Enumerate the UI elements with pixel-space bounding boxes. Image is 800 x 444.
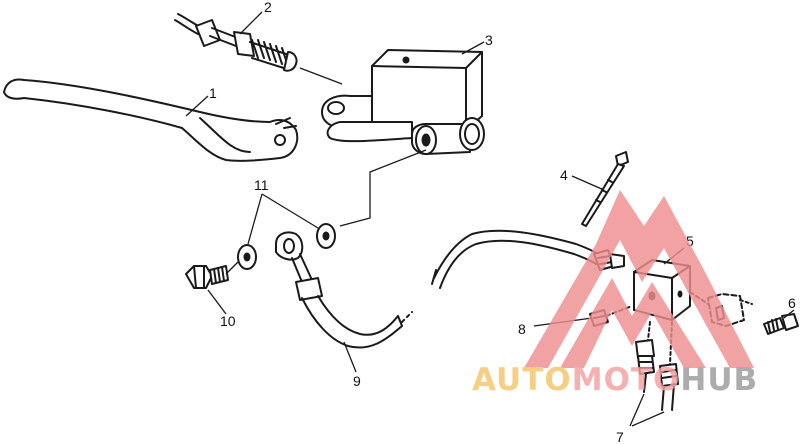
banjo-bolt — [185, 265, 229, 289]
callout-number-2: 2 — [264, 0, 272, 15]
callout-2: 2 — [239, 0, 272, 35]
washer-upper — [316, 223, 336, 249]
leader-line — [339, 149, 427, 227]
callout-number-8: 8 — [518, 321, 526, 337]
bleeder-fitting-left — [635, 321, 655, 393]
brake-hose — [275, 229, 599, 349]
callout-number-5: 5 — [686, 233, 694, 249]
callout-7: 7 — [616, 393, 665, 444]
watermark-logo: AUTOMOTOHUB — [472, 190, 758, 398]
callout-6: 6 — [783, 295, 796, 319]
callout-10: 10 — [207, 289, 236, 329]
wire-tie — [581, 151, 629, 227]
callout-number-6: 6 — [788, 295, 796, 311]
master-cylinder — [321, 49, 485, 155]
callout-3: 3 — [461, 32, 493, 55]
leader-line — [225, 261, 239, 275]
callout-4: 4 — [560, 167, 605, 191]
callout-9: 9 — [343, 341, 361, 389]
watermark-moto: MOTO — [572, 362, 681, 398]
callout-1: 1 — [185, 85, 217, 117]
watermark-triangle-icon — [524, 190, 754, 368]
callout-number-4: 4 — [560, 167, 568, 183]
washer-lower — [237, 244, 257, 270]
callout-number-9: 9 — [353, 373, 361, 389]
watermark-text: AUTOMOTOHUB — [472, 362, 758, 398]
leader-line — [299, 67, 343, 85]
callout-number-10: 10 — [220, 313, 236, 329]
callout-11: 11 — [247, 177, 319, 245]
callout-number-3: 3 — [485, 32, 493, 48]
cable-plunger — [174, 13, 298, 72]
watermark-auto: AUTO — [472, 362, 572, 398]
brake-lever — [3, 78, 299, 162]
callout-number-1: 1 — [209, 85, 217, 101]
callout-number-11: 11 — [254, 177, 269, 193]
watermark-hub: HUB — [680, 362, 758, 398]
callout-number-7: 7 — [616, 429, 624, 444]
